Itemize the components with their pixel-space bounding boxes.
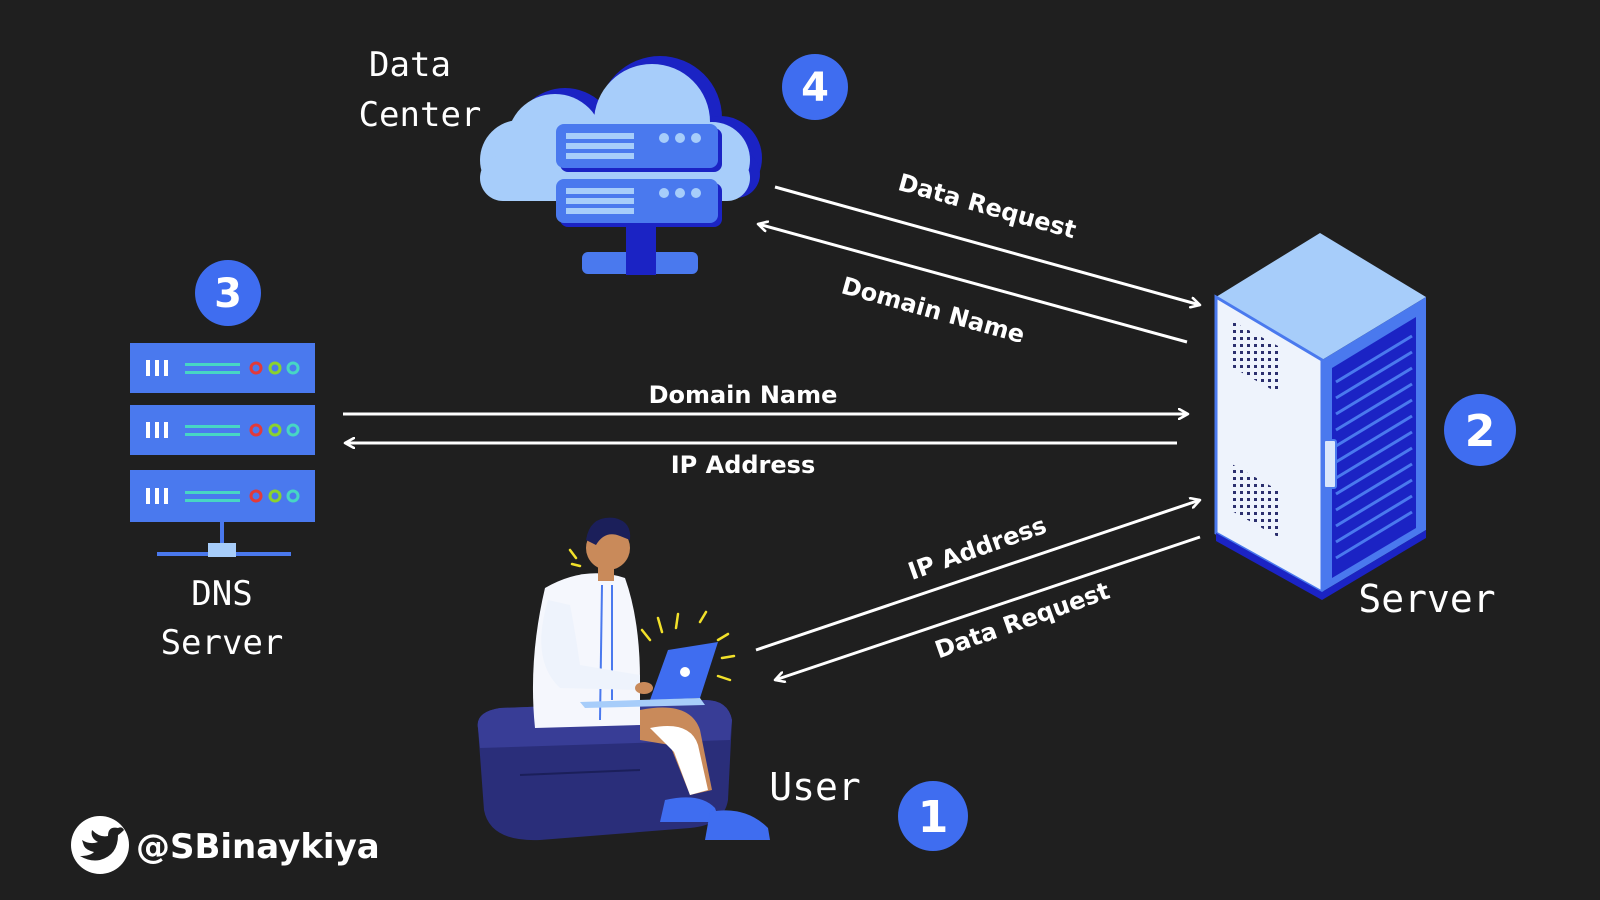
dns-server-label-line1: DNS [191, 574, 252, 614]
data-center-label-line1: Data [369, 45, 451, 85]
label-domain-name-top: Domain Name [838, 272, 1027, 349]
step-badge-2: 2 [1444, 394, 1516, 466]
label-data-request-bottom: Data Request [931, 577, 1113, 665]
server-rack-icon [1214, 233, 1426, 600]
user-illustration [477, 517, 770, 841]
dns-server-label-line2: Server [161, 623, 284, 663]
step-badge-3: 3 [195, 260, 261, 326]
user-label: User [769, 765, 861, 809]
step-badge-1-number: 1 [918, 792, 949, 843]
label-ip-address-middle: IP Address [671, 451, 816, 479]
arrow-user-to-server [775, 535, 1201, 680]
data-center-icon [480, 56, 762, 275]
twitter-bird-icon [71, 816, 129, 874]
label-data-request-top: Data Request [895, 168, 1079, 244]
step-badge-1: 1 [898, 781, 968, 851]
step-badge-2-number: 2 [1465, 406, 1496, 457]
server-label: Server [1358, 577, 1495, 621]
arrow-server-to-datacenter [774, 185, 1200, 305]
label-domain-name-middle: Domain Name [649, 381, 838, 409]
step-badge-4: 4 [782, 54, 848, 120]
data-center-label-line2: Center [359, 95, 482, 135]
step-badge-4-number: 4 [801, 65, 829, 111]
twitter-handle: @SBinaykiya [136, 827, 380, 867]
dns-server-icon [130, 343, 315, 557]
arrow-server-to-user [755, 500, 1200, 652]
step-badge-3-number: 3 [214, 271, 242, 317]
arrow-datacenter-to-server [758, 224, 1188, 344]
